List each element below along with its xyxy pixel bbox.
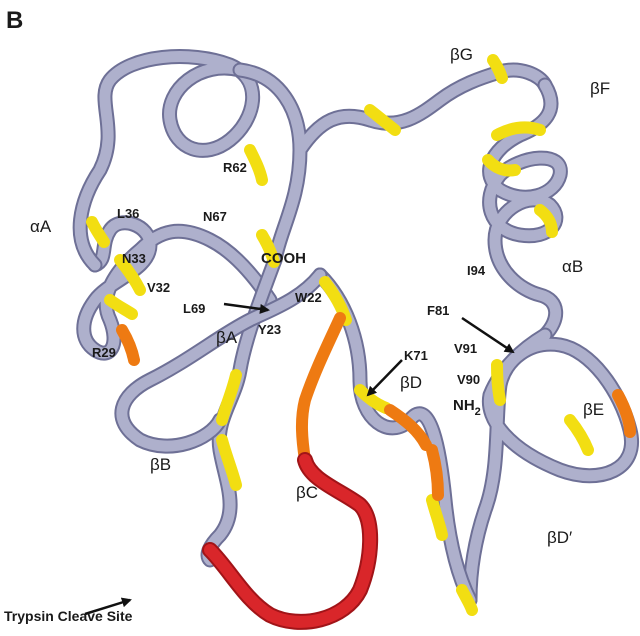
segment-alphaA-yellow — [86, 216, 110, 248]
label-V32: V32 — [147, 280, 170, 295]
label-N33: N33 — [122, 251, 146, 266]
label-K71: K71 — [404, 348, 428, 363]
labels: B βG βF αA αB βA βB βC βD βE βD′ R62 L36… — [4, 7, 610, 624]
segment-betaE-orange — [612, 389, 636, 438]
segment-N67-yellow — [256, 229, 280, 268]
segment-betaD-orange — [384, 404, 432, 451]
label-bE: βE — [583, 400, 604, 419]
arrow-L69 — [223, 302, 270, 314]
segment-helixB-yellow-1 — [482, 154, 521, 177]
arrow-trypsin — [84, 597, 132, 616]
label-bC: βC — [296, 483, 318, 502]
label-R62: R62 — [223, 160, 247, 175]
label-aA: αA — [30, 217, 52, 236]
segment-helixB-yellow-2 — [534, 204, 558, 238]
label-bA: βA — [216, 328, 238, 347]
label-F81: F81 — [427, 303, 449, 318]
arrow-F81 — [461, 316, 515, 354]
segment-betaA-yellow — [216, 369, 242, 426]
colored-segments — [86, 54, 636, 630]
segment-betaC-orange — [296, 312, 346, 466]
arrow-K71 — [366, 359, 403, 397]
segment-betaE-yellow — [564, 414, 594, 456]
label-L36: L36 — [117, 206, 139, 221]
label-cooh: COOH — [261, 250, 306, 267]
segment-top-yellow — [364, 104, 401, 136]
segment-end-yellow — [456, 584, 478, 616]
backbone-ribbon — [72, 49, 639, 608]
segment-betaG-yellow — [487, 54, 508, 84]
label-bB: βB — [150, 455, 171, 474]
label-I94: I94 — [467, 263, 486, 278]
label-W22: W22 — [295, 290, 322, 305]
label-bD: βD — [400, 373, 422, 392]
label-N67: N67 — [203, 209, 227, 224]
label-aB: αB — [562, 257, 583, 276]
label-V91: V91 — [454, 341, 477, 356]
segment-betaD-yellow — [426, 494, 448, 541]
segment-R62-yellow — [244, 144, 268, 186]
segment-K71-yellow — [354, 384, 392, 414]
panel-letter: B — [6, 7, 23, 34]
segment-betaF-yellow — [491, 121, 546, 141]
label-L69: L69 — [183, 301, 205, 316]
label-R29: R29 — [92, 345, 116, 360]
label-bG: βG — [450, 45, 473, 64]
label-V90: V90 — [457, 372, 480, 387]
label-bD2: βD′ — [547, 528, 572, 547]
label-trypsin-cleave-site: Trypsin Cleave Site — [4, 608, 133, 624]
segment-trypsin-loop — [204, 454, 377, 628]
label-Y23: Y23 — [258, 322, 281, 337]
segment-betaD-orange-2 — [426, 444, 444, 501]
segment-V90-yellow — [491, 359, 506, 406]
pointer-arrows — [84, 302, 515, 616]
segment-R29-orange — [116, 324, 140, 366]
segment-N33-yellow — [114, 254, 146, 296]
segment-betaB-yellow — [216, 434, 242, 491]
label-nh2: NH2 — [453, 397, 481, 418]
segment-V32-yellow — [104, 294, 138, 320]
label-bF: βF — [590, 79, 610, 98]
